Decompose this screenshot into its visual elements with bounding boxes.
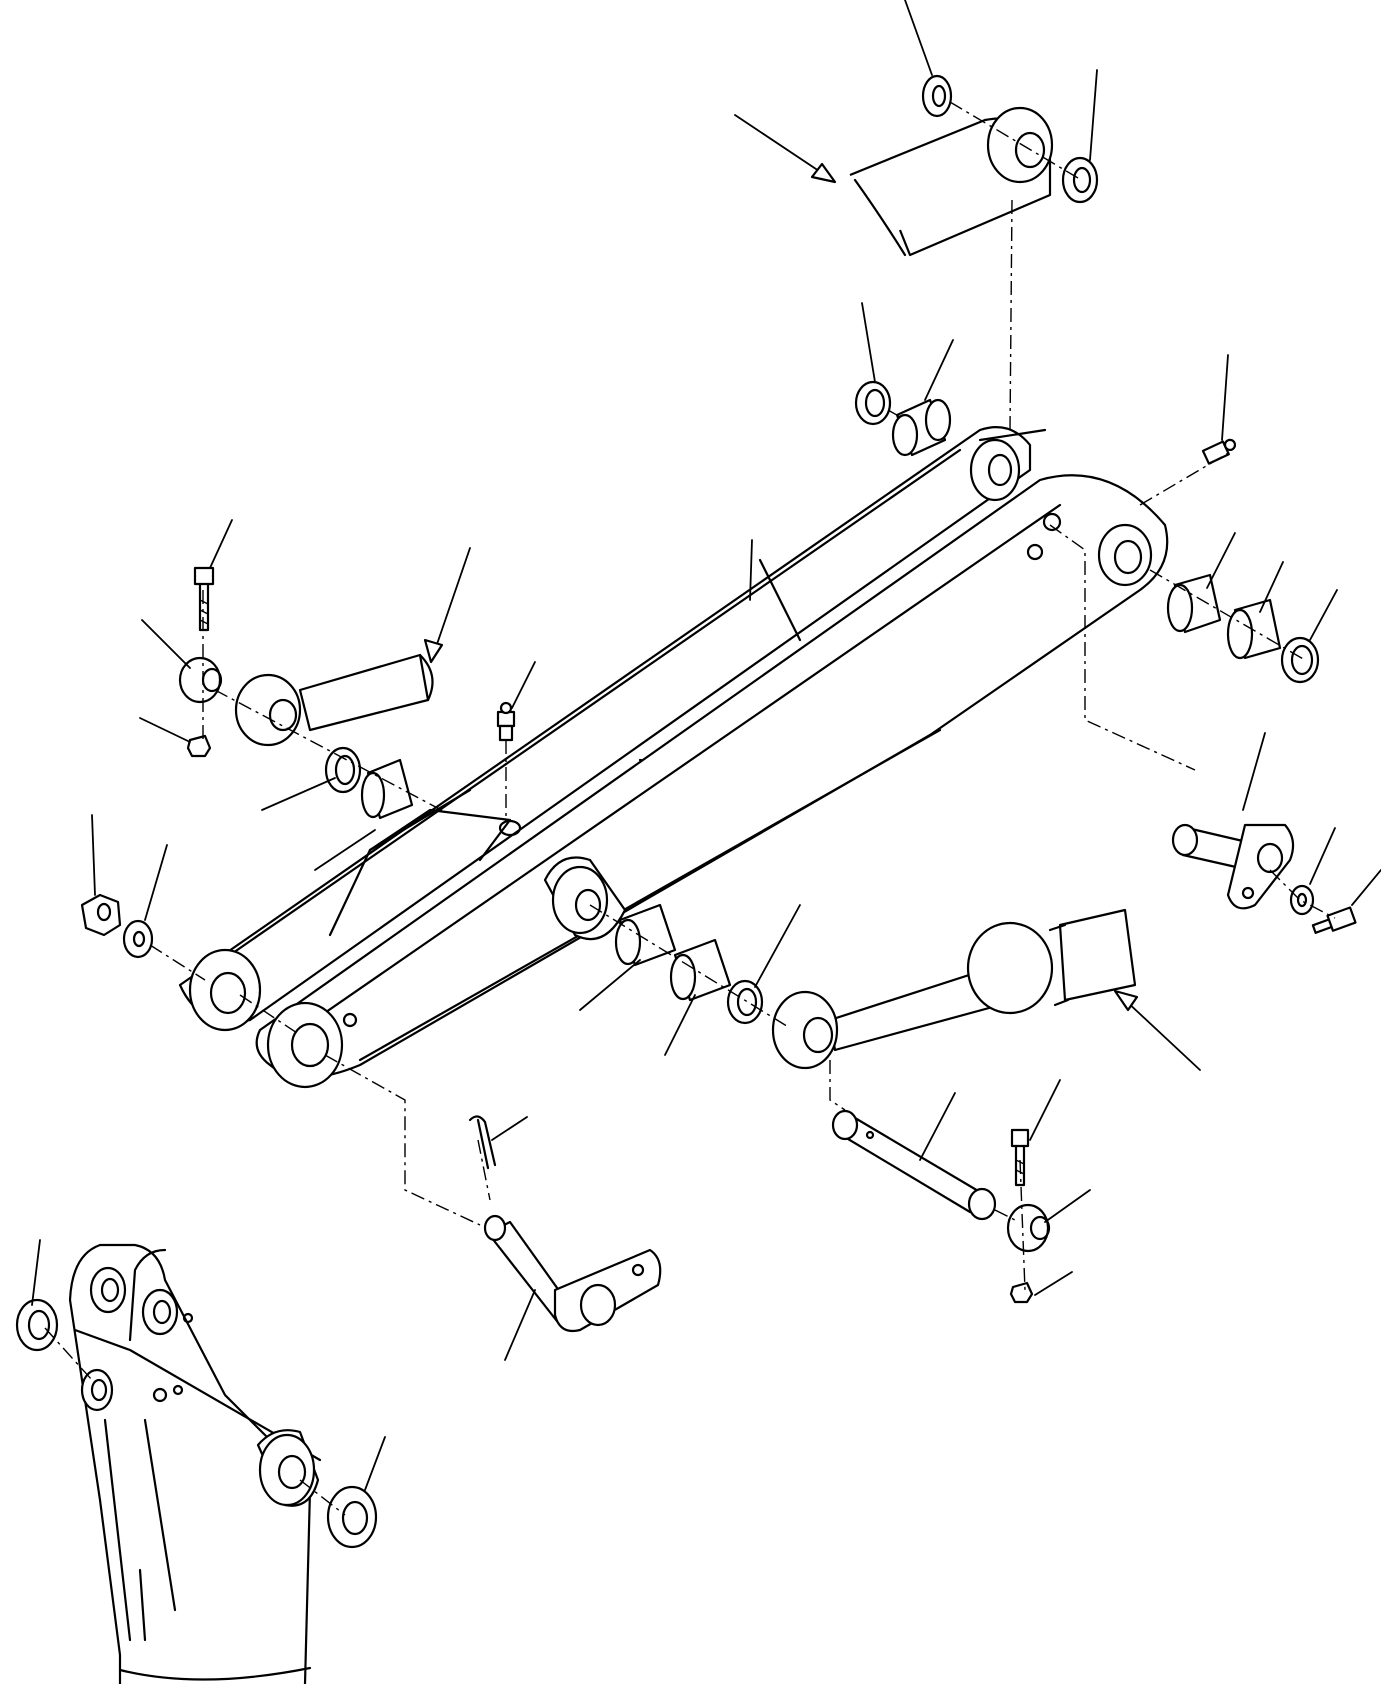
bushing-right-1	[1166, 573, 1222, 634]
bushing-mid-2	[669, 938, 732, 1002]
washer-bracket-bottom	[326, 1485, 378, 1549]
seals	[324, 380, 1320, 1025]
collar-left	[178, 656, 223, 704]
bolts	[193, 566, 1357, 1187]
bushings	[360, 398, 1282, 1002]
lift-cylinder-left	[234, 653, 434, 747]
bushing-top-left	[891, 398, 952, 457]
assembly-lines	[44, 101, 1336, 1516]
seal-left	[324, 746, 362, 794]
washers	[15, 74, 1315, 1549]
nuts	[80, 656, 1051, 1304]
bushing-mid-1	[614, 903, 677, 967]
lift-cylinder-right	[771, 908, 1137, 1070]
washer-small-right	[1289, 884, 1315, 916]
grease-fitting-mid	[496, 701, 516, 742]
grease-fitting-right	[1201, 438, 1237, 465]
nut-left-small	[186, 734, 212, 758]
callout-arrows	[423, 114, 1201, 1071]
bolt-left	[193, 566, 215, 632]
washer-bracket-top	[15, 1298, 59, 1352]
collar-mid-right	[1006, 1203, 1051, 1253]
mounting-bracket	[68, 1243, 322, 1684]
bushing-left	[360, 758, 414, 820]
bolt-right-small	[1311, 906, 1357, 934]
seal-right	[1280, 636, 1320, 684]
pivot-pin-middle	[831, 1109, 997, 1221]
nut-mid-right-small	[1009, 1281, 1034, 1304]
washer-left	[122, 919, 154, 959]
nut-left-large	[80, 893, 122, 937]
cotter-pin	[468, 1115, 497, 1170]
bushing-right-2	[1226, 598, 1282, 660]
washer-top-2	[1061, 156, 1099, 204]
leader-lines	[31, 0, 1381, 1491]
boom-arm-assembly	[178, 426, 1169, 1089]
pivot-pin-bottom	[483, 1214, 662, 1333]
seal-mid	[726, 979, 764, 1025]
pivot-pin-right	[1171, 823, 1295, 910]
bolt-mid-right	[1010, 1128, 1030, 1187]
lift-cylinder-top	[849, 106, 1054, 257]
washer-top-1	[921, 74, 953, 118]
seal-top	[854, 380, 892, 426]
grease-fittings	[496, 438, 1237, 742]
